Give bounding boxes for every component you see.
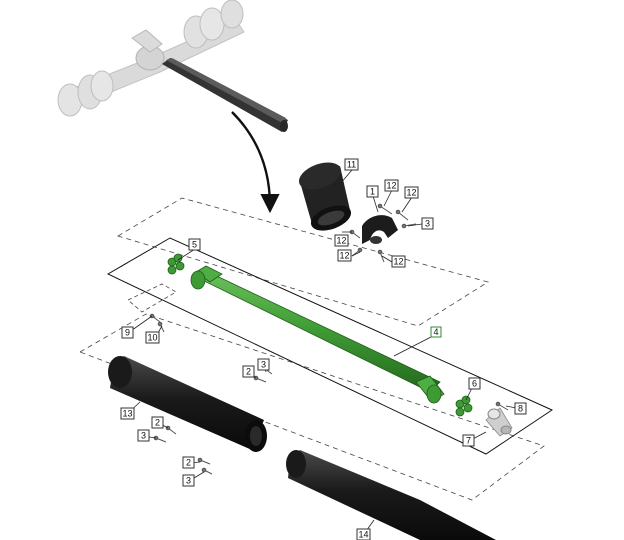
svg-text:9: 9 [125, 328, 130, 338]
drive-shaft-4 [190, 265, 445, 404]
callout-10: 10 [145, 331, 160, 344]
dashed-outline-upper [117, 197, 489, 327]
svg-text:2: 2 [186, 458, 191, 468]
svg-text:12: 12 [393, 257, 403, 267]
svg-text:12: 12 [336, 236, 346, 246]
callout-3-upper: 3 [421, 217, 434, 230]
callouts: 11 1 12 12 3 12 12 12 [120, 158, 527, 540]
svg-text:14: 14 [358, 530, 368, 540]
svg-text:3: 3 [425, 219, 430, 229]
axle-assembly-context [57, 0, 288, 132]
svg-text:1: 1 [370, 187, 375, 197]
callout-12-d: 12 [337, 249, 352, 262]
callout-12-b: 12 [404, 186, 419, 199]
callout-13: 13 [120, 407, 135, 420]
arrow-indicator [231, 111, 280, 214]
dashed-outline-small [127, 283, 177, 313]
svg-text:2: 2 [155, 418, 160, 428]
callout-8: 8 [514, 402, 527, 415]
svg-text:2: 2 [246, 367, 251, 377]
svg-text:6: 6 [472, 379, 477, 389]
bracket-part-1 [362, 215, 398, 244]
tube-part-13 [108, 356, 267, 452]
svg-text:13: 13 [122, 409, 132, 419]
callout-14: 14 [356, 528, 371, 540]
svg-text:12: 12 [386, 181, 396, 191]
yoke-part-7 [485, 407, 513, 437]
callout-3-mid: 3 [257, 358, 270, 371]
svg-text:3: 3 [261, 360, 266, 370]
highlight-frame [106, 237, 554, 455]
callout-9: 9 [121, 326, 134, 339]
svg-text:3: 3 [141, 431, 146, 441]
callout-11: 11 [344, 158, 359, 171]
callout-12-e: 12 [391, 255, 406, 268]
svg-text:3: 3 [186, 476, 191, 486]
svg-text:12: 12 [339, 251, 349, 261]
callout-7: 7 [462, 434, 475, 447]
callout-2-mid: 2 [242, 365, 255, 378]
callout-2-lower: 2 [182, 456, 195, 469]
callout-3-lower: 3 [182, 474, 195, 487]
callout-4: 4 [430, 326, 442, 338]
svg-text:4: 4 [433, 327, 438, 337]
svg-text:8: 8 [518, 404, 523, 414]
callout-1: 1 [366, 185, 379, 198]
callout-12-a: 12 [384, 179, 399, 192]
sleeve-part-11 [298, 162, 352, 231]
callout-2-left: 2 [151, 416, 164, 429]
universal-joint-5 [167, 253, 185, 275]
callout-12-c: 12 [334, 234, 349, 247]
svg-text:11: 11 [347, 160, 356, 170]
callout-5: 5 [188, 238, 201, 251]
callout-3-left: 3 [137, 429, 150, 442]
tube-part-14 [286, 450, 496, 540]
universal-joint-6 [455, 395, 473, 417]
callout-6: 6 [468, 377, 481, 390]
svg-text:12: 12 [406, 188, 416, 198]
svg-text:7: 7 [466, 436, 471, 446]
dashed-outline-lower [79, 313, 545, 501]
svg-text:10: 10 [147, 333, 157, 343]
svg-text:5: 5 [192, 240, 197, 250]
